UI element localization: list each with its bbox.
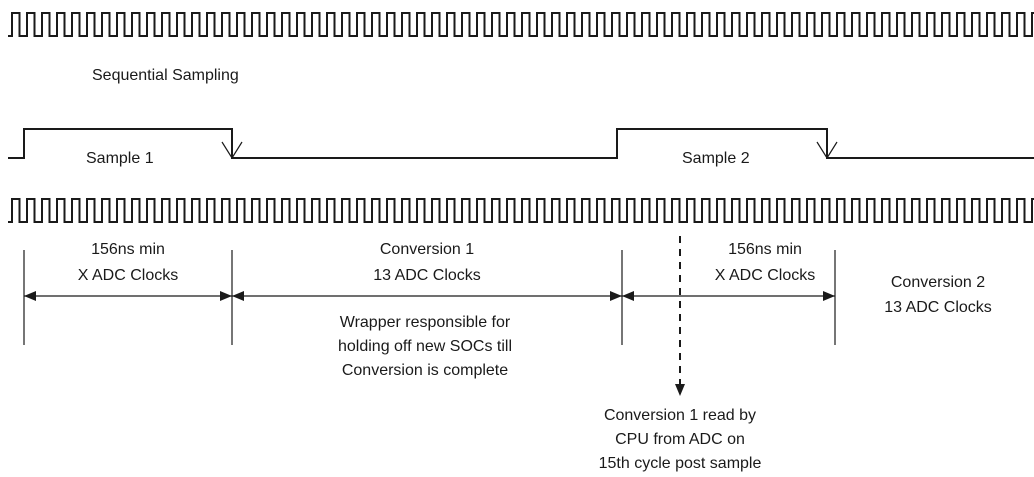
sample2-interval-line1: 156ns min [728,241,802,258]
conversion2-interval-line1: Conversion 2 [891,274,985,291]
conversion1-interval-line2: 13 ADC Clocks [373,267,481,284]
read-note-line2: CPU from ADC on [615,431,745,448]
sample2-label: Sample 2 [682,150,750,167]
sample2-duration-arrow [622,291,835,301]
wrapper-note-line1: Wrapper responsible for [340,314,511,331]
wrapper-note-line2: holding off new SOCs till [338,338,512,355]
conversion1-interval-line1: Conversion 1 [380,241,474,258]
sample1-interval-line1: 156ns min [91,241,165,258]
sample2-end-marker [816,141,838,160]
sample1-duration-arrow [24,291,232,301]
diagram-title: Sequential Sampling [92,67,239,84]
adc-clock-waveform-bottom [8,198,1034,223]
conversion1-duration-arrow [232,291,622,301]
sample2-interval-line2: X ADC Clocks [715,267,815,284]
adc-clock-waveform-top [8,12,1034,37]
cpu-read-arrow [675,236,685,396]
read-note-line3: 15th cycle post sample [599,455,762,472]
sample1-label: Sample 1 [86,150,154,167]
sample-window-waveform [8,128,1034,159]
conversion2-interval-line2: 13 ADC Clocks [884,299,992,316]
sample1-interval-line2: X ADC Clocks [78,267,178,284]
read-note-line1: Conversion 1 read by [604,407,756,424]
wrapper-note-line3: Conversion is complete [342,362,508,379]
sample1-end-marker [221,141,243,160]
